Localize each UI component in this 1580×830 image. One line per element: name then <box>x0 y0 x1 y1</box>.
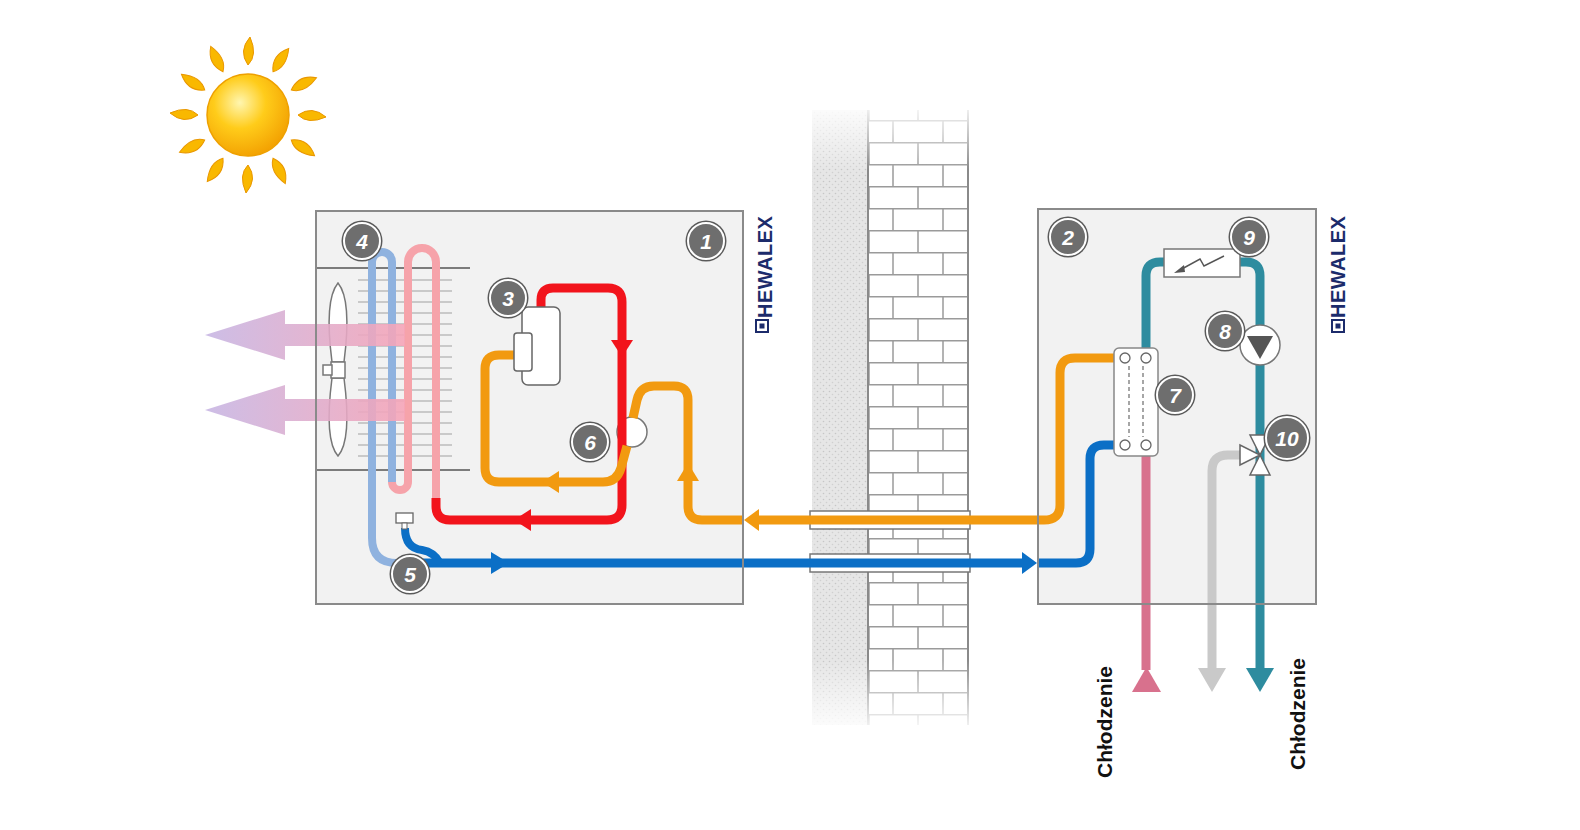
flow-arrow <box>1198 668 1226 692</box>
compressor-part <box>514 333 532 371</box>
flow-arrow <box>677 463 699 481</box>
wall-fade <box>800 100 980 170</box>
airflow-arrow <box>205 310 405 360</box>
brand-name: HEWALEX <box>755 216 775 318</box>
exchanger-port <box>1141 353 1151 363</box>
callout-number: 7 <box>1156 376 1194 414</box>
callout-number: 6 <box>571 423 609 461</box>
expansion-valve <box>396 513 413 523</box>
brand-logo <box>1336 324 1341 329</box>
flow-arrow <box>611 340 633 357</box>
flow-label: Chłodzenie <box>1287 658 1308 770</box>
exchanger-port <box>1120 353 1130 363</box>
callout-number: 10 <box>1265 416 1309 460</box>
sun-ray <box>298 110 326 120</box>
flow-arrow <box>542 471 559 493</box>
sun-ray <box>205 45 228 74</box>
brand-logo <box>756 320 768 332</box>
sun-ray <box>289 136 318 159</box>
water-supply-pipe <box>1142 445 1151 670</box>
airflow-arrow <box>205 385 405 435</box>
heater-symbol <box>1180 256 1224 270</box>
plate-exchanger <box>1114 348 1158 456</box>
sun-disc <box>207 74 289 156</box>
circulation-pump <box>1240 325 1280 365</box>
suction-pipe <box>1037 358 1120 520</box>
exchanger-port <box>1141 440 1151 450</box>
unit-ground <box>1038 209 1316 604</box>
flow-arrow <box>491 552 509 574</box>
flow-arrow <box>1132 667 1161 692</box>
sun-ray <box>243 37 253 65</box>
coil-pipe-hot <box>392 248 436 500</box>
sun-ray <box>268 156 291 185</box>
plate-exchanger <box>1142 366 1143 437</box>
callout-number: 5 <box>391 555 429 593</box>
refrigerant-pipe <box>759 516 1037 525</box>
sun-ray <box>178 135 207 158</box>
brand-logo <box>760 324 765 329</box>
callout-number: 2 <box>1049 218 1087 256</box>
fan <box>323 283 347 456</box>
water-bypass-pipe <box>1212 455 1250 670</box>
flow-label: Chłodzenie <box>1094 666 1115 778</box>
wall-edge <box>867 110 869 725</box>
sun-ray <box>269 45 292 74</box>
callout-number: 8 <box>1206 312 1244 350</box>
brick-wall <box>868 110 968 725</box>
suction-pipe <box>633 386 744 520</box>
wall-insulation <box>812 110 868 725</box>
callout-number: 3 <box>489 279 527 317</box>
sun-ray <box>170 109 198 119</box>
liquid-pipe <box>1037 445 1120 563</box>
sun <box>170 37 326 193</box>
wall-fade <box>800 660 980 735</box>
callout-number: 4 <box>343 222 381 260</box>
plate-exchanger <box>1128 366 1129 437</box>
callout-number: 1 <box>687 222 725 260</box>
brand-logo <box>1332 320 1344 332</box>
refrigerant-pipe <box>744 559 1022 568</box>
sun-ray <box>289 72 318 95</box>
flow-arrow <box>514 509 531 531</box>
sun-ray <box>178 71 207 94</box>
wall-edge <box>967 110 969 725</box>
pump-symbol <box>1247 336 1273 359</box>
heater-symbol <box>1174 265 1185 273</box>
water-return-pipe <box>1146 262 1260 668</box>
flow-arrow <box>1246 668 1274 692</box>
sun-ray <box>242 165 252 193</box>
callout-number: 9 <box>1230 218 1268 256</box>
unit-housing: HEWALEX <box>315 210 744 605</box>
brand-name: HEWALEX <box>1328 216 1348 318</box>
expansion-valve <box>402 523 407 529</box>
sun-ray <box>204 156 227 185</box>
electric-heater <box>1164 249 1240 277</box>
exchanger-port <box>1120 440 1130 450</box>
liquid-pipe <box>397 559 744 568</box>
